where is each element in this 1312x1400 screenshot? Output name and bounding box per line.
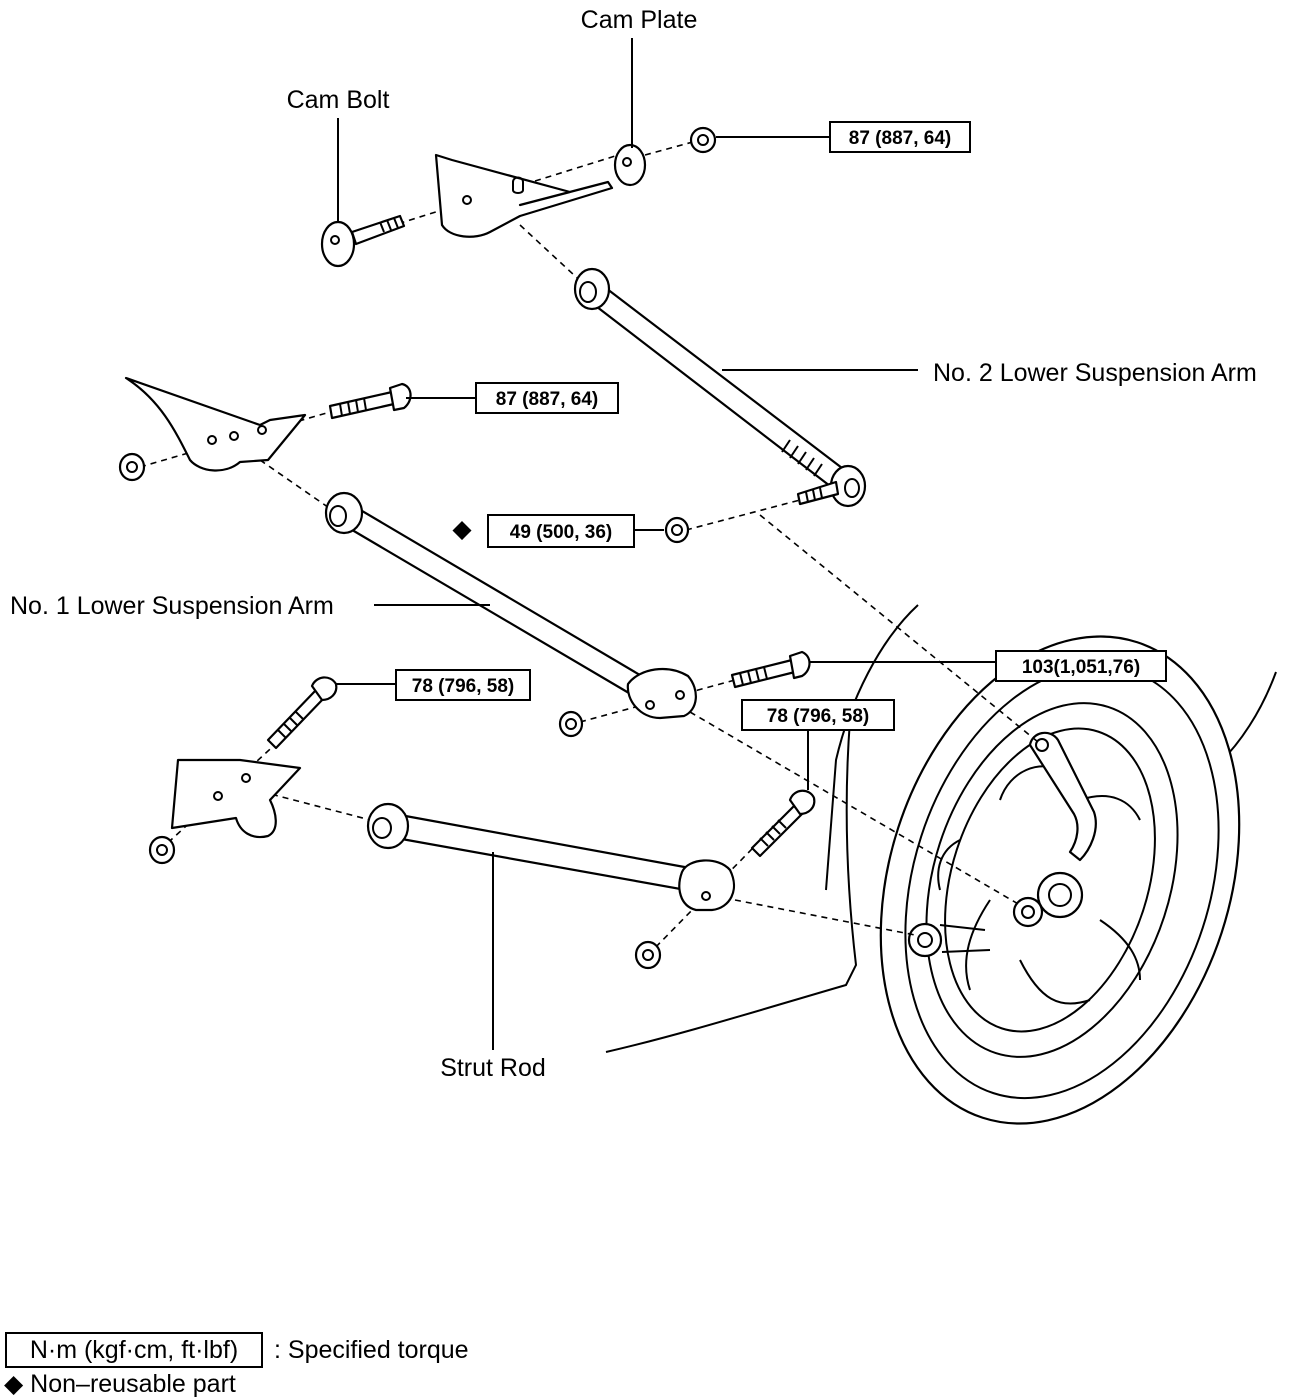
knuckle-lower-flange xyxy=(939,924,991,953)
torque-box-strut-outer-bolt: 78 (796, 58) xyxy=(741,699,895,731)
strut-rod-inner-nut xyxy=(148,835,176,865)
axis-no2-inner xyxy=(519,224,589,289)
cam-bolt xyxy=(320,214,406,268)
svg-text:49 (500, 36): 49 (500, 36) xyxy=(510,522,612,543)
part-labels: Cam Plate Cam Bolt No. 2 Lower Suspensio… xyxy=(10,6,1257,1082)
no1-arm-inner-bolt xyxy=(328,382,412,420)
bracket-hole xyxy=(462,195,472,205)
legend-torque-desc: : Specified torque xyxy=(274,1336,469,1364)
lower-body-bracket xyxy=(170,758,302,839)
svg-text:103(1,051,76): 103(1,051,76) xyxy=(1022,657,1140,678)
wheel-spoke xyxy=(937,765,1141,1005)
no1-arm-inner-nut xyxy=(118,452,146,482)
svg-text:87 (887, 64): 87 (887, 64) xyxy=(849,128,951,149)
cam-plate xyxy=(613,143,647,187)
no1-arm-outer-bolt xyxy=(730,650,811,689)
knuckle-upper-arm xyxy=(1028,731,1097,862)
no1-arm-outer-nut xyxy=(558,710,584,738)
strut-rod-outer-end xyxy=(678,859,736,912)
upper-bracket-group xyxy=(320,126,717,268)
axis-no1-inner xyxy=(259,459,336,513)
torque-box-strut-inner-bolt: 78 (796, 58) xyxy=(395,669,531,701)
rim-inner xyxy=(944,727,1156,1033)
torque-box-no2-outer-nut: 49 (500, 36) xyxy=(487,514,635,548)
torque-box-no1-inner-bolt: 87 (887, 64) xyxy=(475,382,619,414)
leader-lines xyxy=(336,38,996,1050)
torque-box-no1-outer-bolt: 103(1,051,76) xyxy=(995,650,1167,682)
axis-no1-to-knuckle xyxy=(689,711,1021,906)
bracket-slot xyxy=(512,176,524,194)
no2-lower-suspension-arm xyxy=(573,267,867,544)
no2-arm-outer-nut xyxy=(664,516,690,544)
axis-no2-outer-to-knuckle xyxy=(759,514,1039,743)
strut-rod-outer-bolt xyxy=(750,789,816,858)
no1-arm-outer-end xyxy=(626,668,697,720)
knuckle-bushing-upper-hole xyxy=(1021,905,1035,919)
cam-plate-nut xyxy=(689,126,717,154)
axis-49-nut xyxy=(685,499,801,531)
no2-arm-adjuster-knurl xyxy=(781,439,823,477)
strut-rod-group xyxy=(148,676,816,970)
wheel-assembly xyxy=(605,604,1277,1125)
label-no1-lower-suspension-arm: No. 1 Lower Suspension Arm xyxy=(10,592,334,620)
svg-text:78 (796, 58): 78 (796, 58) xyxy=(412,676,514,697)
knuckle-bushing-upper xyxy=(1012,896,1044,928)
knuckle-bushing-lower xyxy=(907,922,943,958)
label-cam-bolt: Cam Bolt xyxy=(287,86,390,114)
legend-torque-unit: N·m (kgf·cm, ft·lbf) xyxy=(30,1336,238,1364)
svg-text:87 (887, 64): 87 (887, 64) xyxy=(496,389,598,410)
fender-outline xyxy=(825,604,919,891)
rim xyxy=(925,702,1179,1058)
hub-bore xyxy=(1048,883,1072,907)
no2-arm-stud xyxy=(796,480,840,506)
cam-bolt-shank xyxy=(350,214,406,246)
svg-text:78 (796, 58): 78 (796, 58) xyxy=(767,706,869,727)
knuckle-bushing-lower-hole xyxy=(917,932,933,948)
strut-rod-inner-bolt xyxy=(266,676,338,750)
label-no2-lower-suspension-arm: No. 2 Lower Suspension Arm xyxy=(933,359,1257,387)
label-cam-plate: Cam Plate xyxy=(581,6,698,34)
label-strut-rod: Strut Rod xyxy=(440,1054,546,1082)
torque-box-cam-plate-nut: 87 (887, 64) xyxy=(829,121,971,153)
non-reusable-marker: ◆ xyxy=(452,515,472,543)
hub-center xyxy=(1036,871,1084,919)
legend-non-reusable: ◆ Non–reusable part xyxy=(4,1370,236,1398)
knuckle-bore xyxy=(1035,738,1049,752)
strut-rod-outer-nut xyxy=(634,940,662,970)
legend-torque-box xyxy=(5,1332,263,1368)
upper-body-bracket xyxy=(434,153,614,238)
torque-callouts: 87 (887, 64) 87 (887, 64) ◆ 49 (500, 36)… xyxy=(395,121,1167,731)
middle-body-bracket xyxy=(124,376,307,472)
axis-strut-to-knuckle xyxy=(734,899,916,936)
wheel-arch-outline xyxy=(605,719,858,1053)
no1-lower-suspension-arm-group xyxy=(118,376,811,738)
legend: N·m (kgf·cm, ft·lbf) : Specified torque … xyxy=(4,1332,469,1398)
no1-arm-inner-bushing xyxy=(324,491,364,535)
strut-rod-body xyxy=(394,813,692,892)
